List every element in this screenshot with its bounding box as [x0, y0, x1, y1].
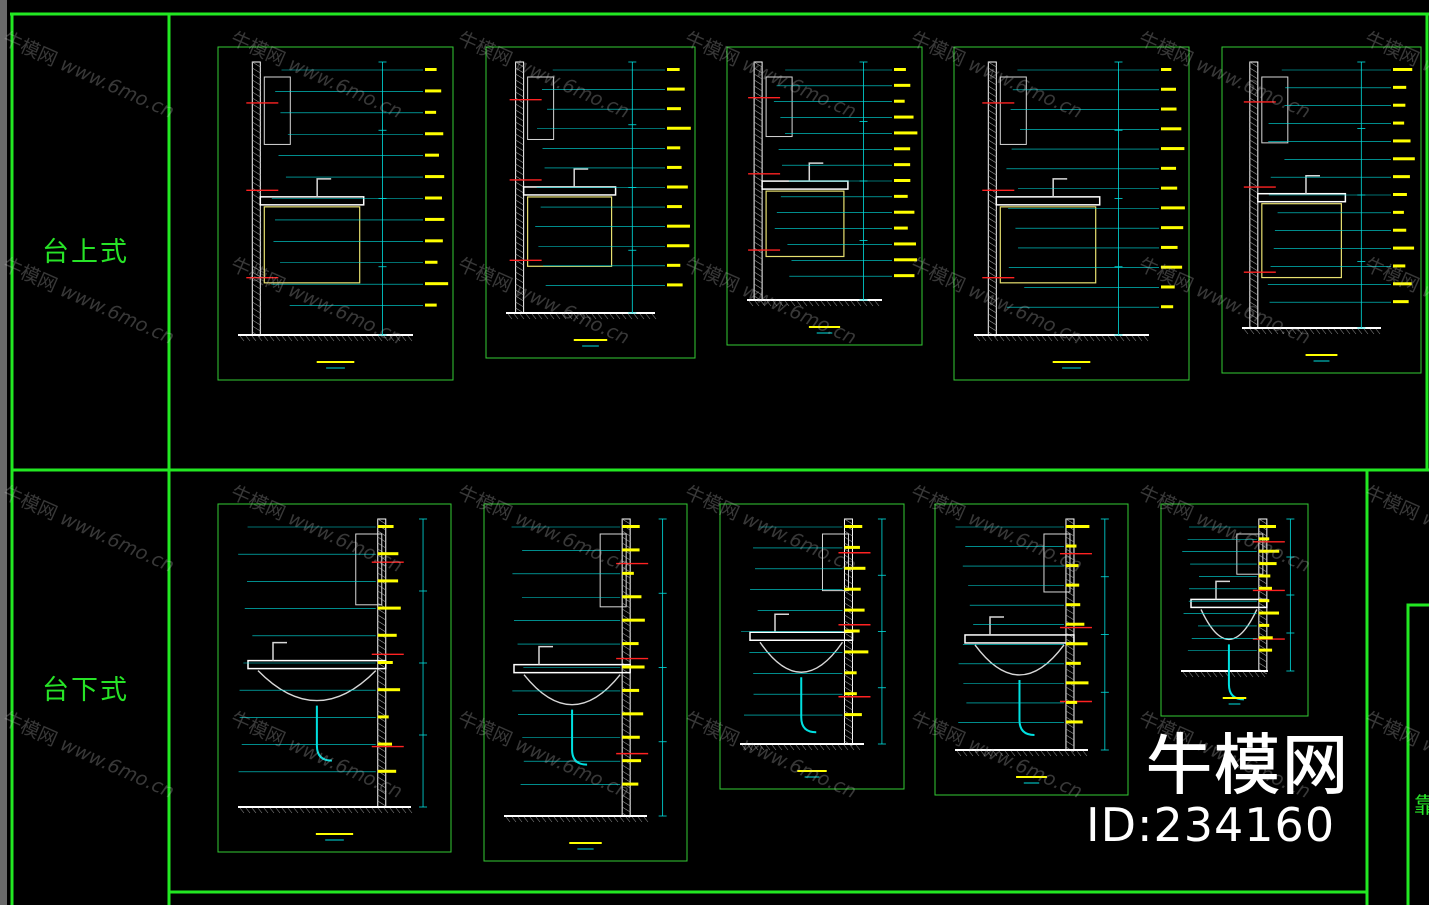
- detail-sheet-6[interactable]: [217, 503, 452, 853]
- detail-sheet-10[interactable]: [1160, 503, 1309, 717]
- detail-sheet-1[interactable]: [217, 46, 454, 381]
- detail-sheet-8[interactable]: [719, 503, 905, 790]
- row-label-undermount: 台下式: [42, 675, 129, 706]
- detail-sheet-3[interactable]: [726, 46, 923, 346]
- detail-sheet-9[interactable]: [934, 503, 1129, 796]
- detail-sheet-5[interactable]: [1221, 46, 1422, 374]
- detail-sheets: [217, 46, 1422, 862]
- edge-label: 靠: [1414, 794, 1429, 819]
- detail-sheet-7[interactable]: [483, 503, 688, 862]
- detail-sheet-2[interactable]: [485, 46, 696, 359]
- model-id: ID:234160: [1086, 798, 1336, 852]
- detail-sheet-4[interactable]: [953, 46, 1190, 381]
- viewport-left-edge: [0, 0, 7, 905]
- drawing-frame: [10, 12, 1429, 905]
- row-label-countertop: 台上式: [42, 237, 129, 268]
- brand-logo-text: 牛模网: [1146, 727, 1350, 805]
